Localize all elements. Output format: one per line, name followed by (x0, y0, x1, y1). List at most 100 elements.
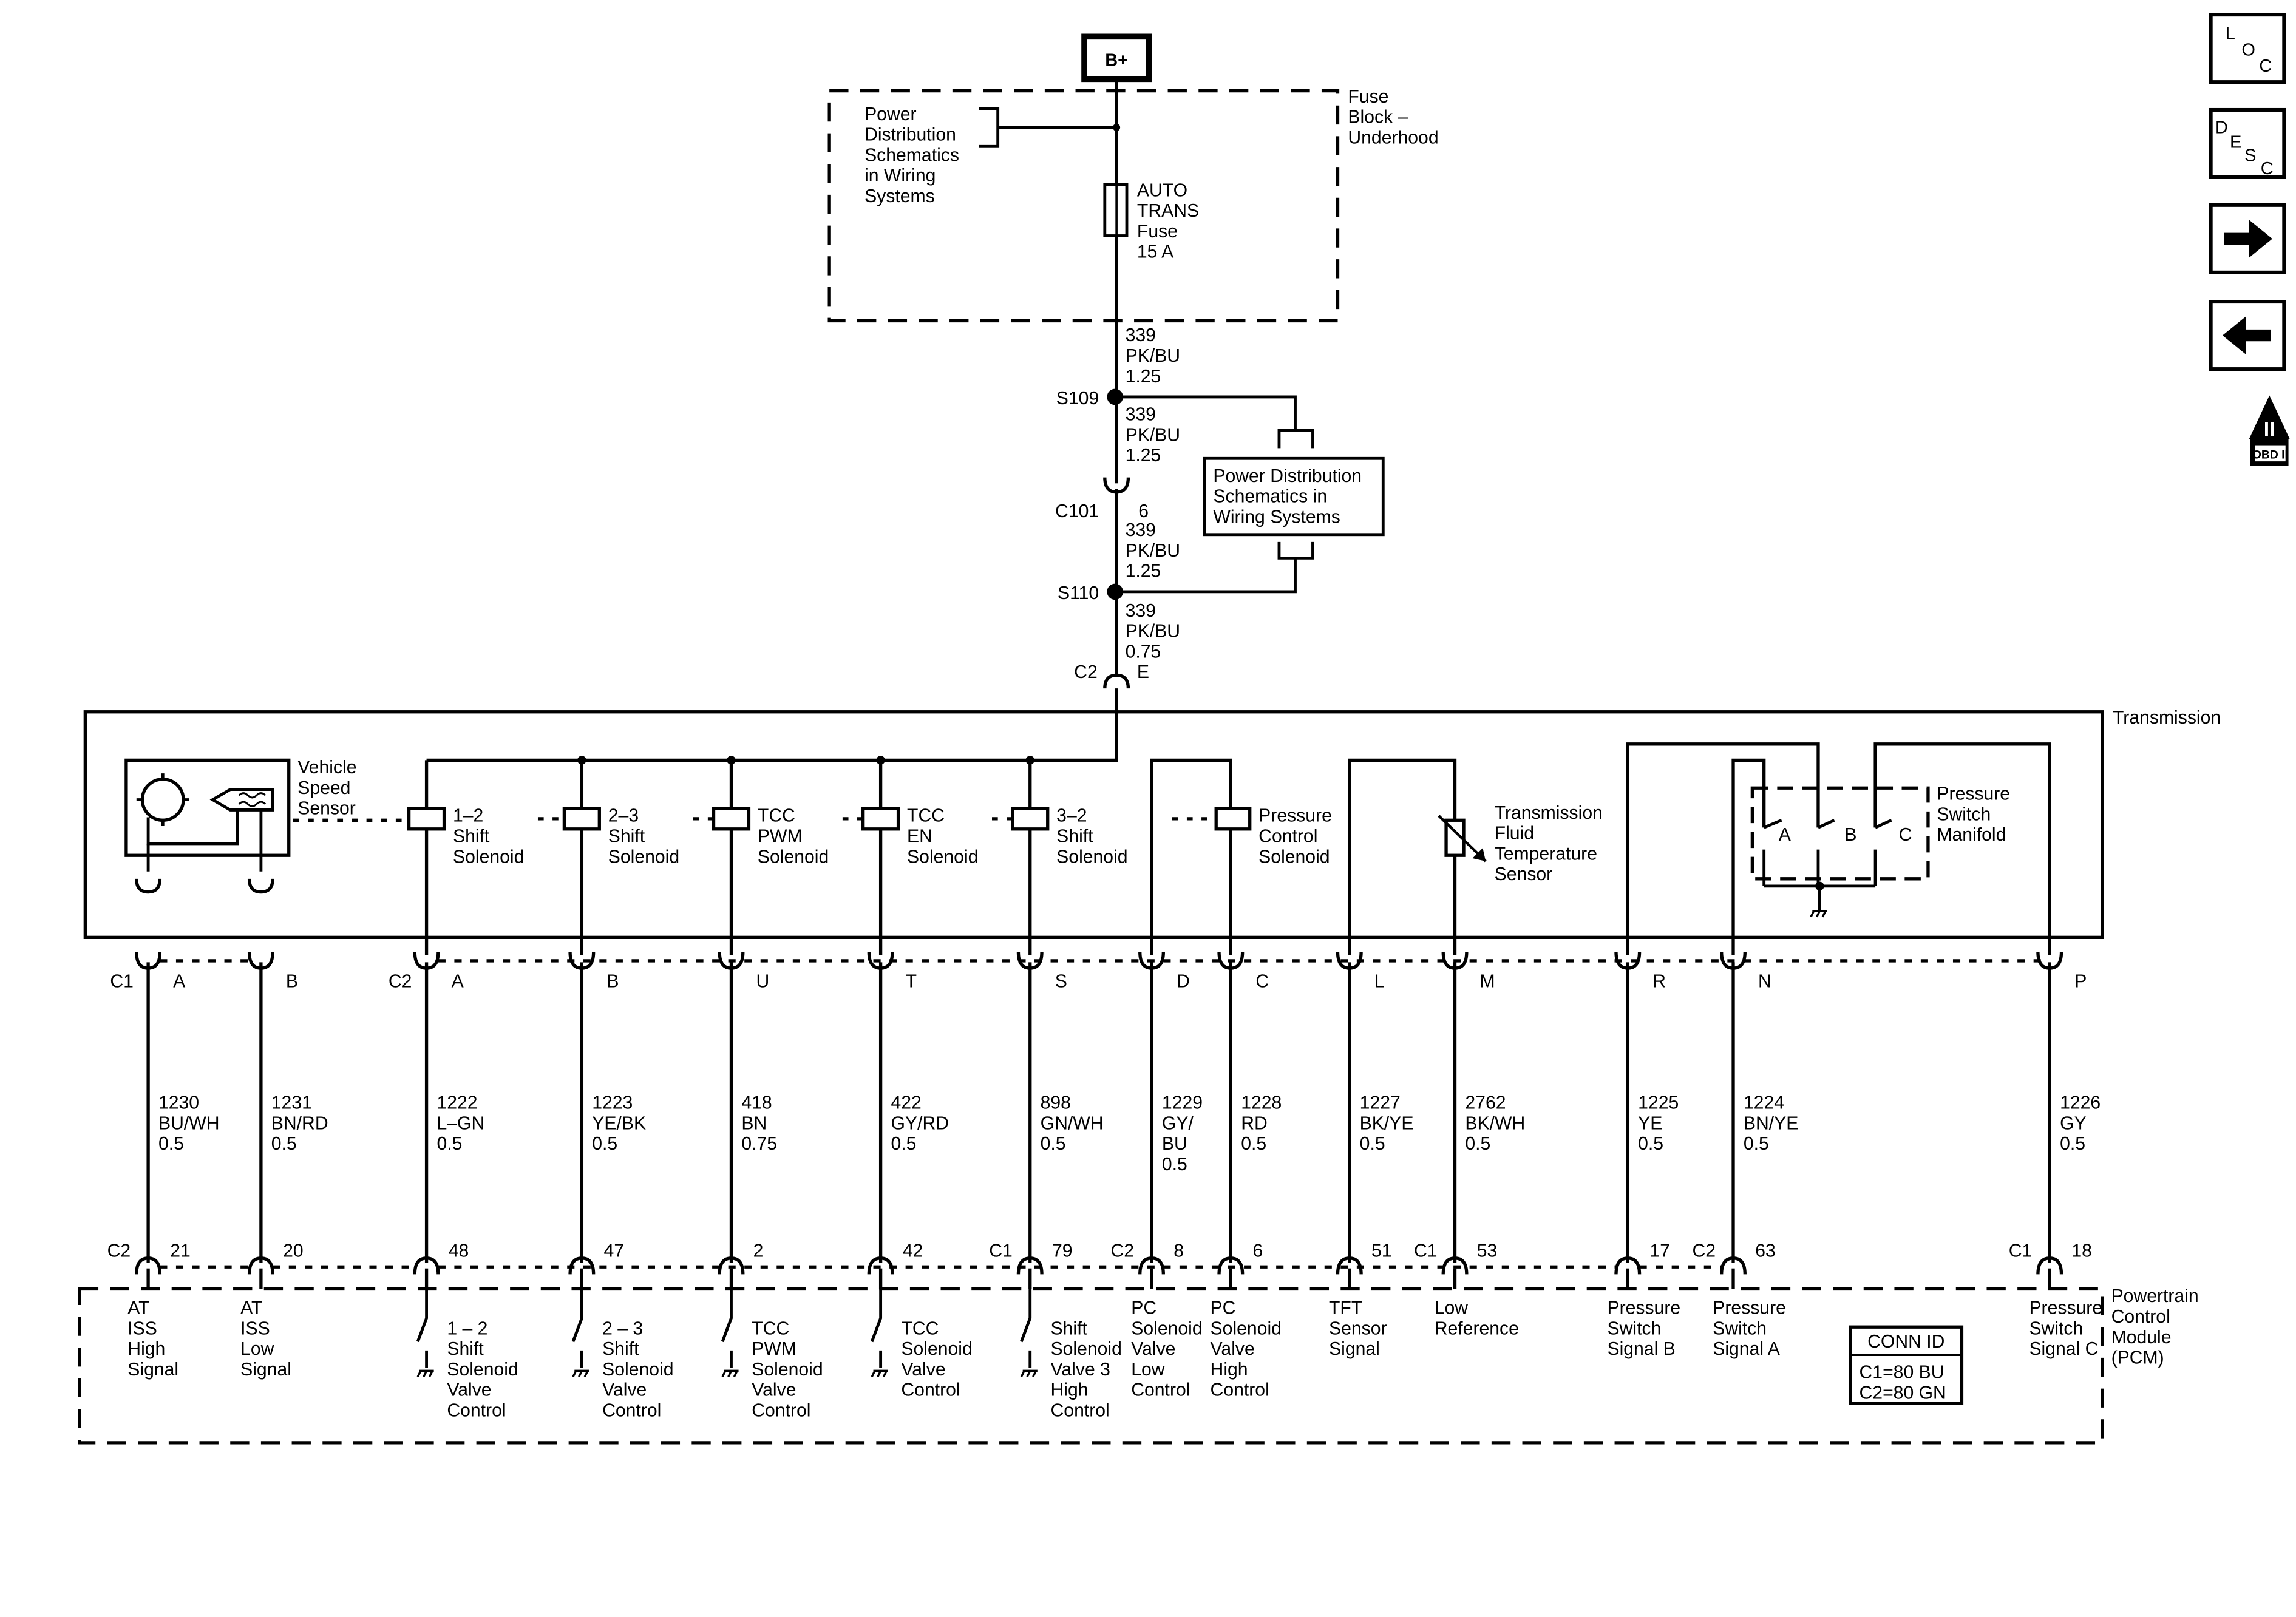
label-line: Solenoid (1258, 847, 1330, 867)
label-line: 898 (1041, 1093, 1071, 1113)
label-line: Pressure (1258, 806, 1332, 826)
svg-text:E: E (1137, 662, 1149, 682)
switch-label: A (1779, 825, 1792, 845)
label-line: Valve (752, 1380, 796, 1400)
label-line: Sensor (1495, 864, 1553, 884)
label-line: Solenoid (602, 1360, 673, 1380)
label-line: Block – (1348, 107, 1408, 127)
label-line: Control (2111, 1307, 2170, 1327)
label-line: PC (1131, 1298, 1156, 1318)
label-line: 0.5 (1638, 1134, 1663, 1154)
pin-label-bottom: 17 (1649, 1241, 1670, 1261)
label-line: Low (1435, 1298, 1469, 1318)
connector-bottom (247, 1256, 274, 1275)
label-line: 0.5 (1041, 1134, 1066, 1154)
svg-text:D: D (2215, 118, 2228, 138)
label-line: BN/YE (1744, 1113, 1799, 1133)
desc-button[interactable]: D E S C (2209, 107, 2286, 179)
label-line: 1223 (592, 1093, 633, 1113)
label-line: 1224 (1744, 1093, 1784, 1113)
label-line: 1231 (271, 1093, 312, 1113)
transmission-label: Transmission (2113, 708, 2221, 728)
label-line: ISS (127, 1318, 157, 1338)
label-line: Solenoid (1131, 1318, 1202, 1338)
next-page-button[interactable] (2209, 203, 2286, 274)
connector-label-bottom: C1 (989, 1241, 1013, 1261)
pin-label-bottom: 53 (1477, 1241, 1498, 1261)
loc-button[interactable]: L O C (2209, 13, 2286, 84)
svg-text:C: C (2261, 159, 2274, 178)
label-line: 0.5 (1360, 1134, 1385, 1154)
label-line: AUTO (1137, 180, 1187, 200)
label-line: Valve (901, 1360, 945, 1380)
label-line: 0.75 (741, 1134, 777, 1154)
arrow-left-icon (2222, 316, 2271, 354)
label-line: 0.5 (436, 1134, 462, 1154)
label-line: AT (127, 1298, 149, 1318)
connector-label-bottom: C2 (107, 1241, 131, 1261)
label-line: Underhood (1348, 127, 1438, 147)
label-line: Sensor (297, 799, 356, 819)
label-line: PK/BU (1126, 425, 1181, 445)
label-line: Signal (1329, 1339, 1380, 1359)
label-line: Control (447, 1400, 506, 1420)
label-line: Valve (602, 1380, 647, 1400)
ground-icon (721, 1369, 740, 1378)
label-line: Pressure (2029, 1298, 2102, 1318)
pin-label-bottom: 18 (2071, 1241, 2092, 1261)
label-line: 1226 (2060, 1093, 2101, 1113)
label-line: Switch (1937, 804, 1991, 824)
connector-label-top: C1 (110, 971, 134, 991)
label-line: PK/BU (1126, 346, 1181, 366)
label-line: Control (1051, 1400, 1110, 1420)
connector-bottom (718, 1256, 745, 1275)
splice-s110: S110 (1058, 583, 1123, 603)
label-line: Power Distribution (1213, 466, 1362, 486)
label-line: High (127, 1339, 165, 1359)
label-line: Pressure (1713, 1298, 1786, 1318)
label-line: Systems (864, 186, 935, 206)
connector-label-bottom: C2 (1692, 1241, 1716, 1261)
label-line: 0.5 (1744, 1134, 1769, 1154)
label-line: Module (2111, 1327, 2172, 1348)
label-line: Solenoid (1051, 1339, 1122, 1359)
label-line: 339 (1126, 405, 1156, 425)
label-line: ISS (240, 1318, 270, 1338)
svg-text:S109: S109 (1056, 388, 1099, 408)
obd-ii-button[interactable]: II OBD II (2249, 395, 2290, 466)
label-line: Temperature (1495, 844, 1597, 864)
label-line: Manifold (1937, 825, 2006, 845)
pin-label-bottom: 8 (1173, 1241, 1184, 1261)
label-line: Solenoid (901, 1339, 972, 1359)
previous-page-button[interactable] (2209, 300, 2286, 371)
label-line: Wiring Systems (1213, 507, 1340, 527)
svg-text:C101: C101 (1055, 501, 1099, 521)
connector-bottom (2036, 1256, 2063, 1275)
label-line: 339 (1126, 520, 1156, 540)
label-line: PWM (752, 1339, 796, 1359)
label-line: 339 (1126, 325, 1156, 345)
label-line: PWM (758, 827, 803, 847)
label-line: 0.5 (271, 1134, 297, 1154)
label-line: Sensor (1329, 1318, 1387, 1338)
